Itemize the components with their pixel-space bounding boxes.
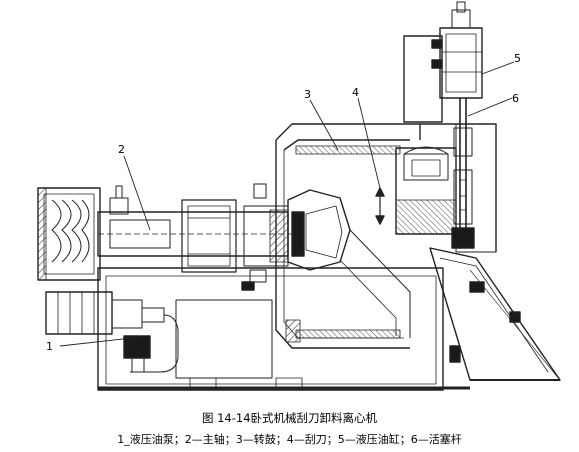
figure-caption-title: 图 14-14卧式机械刮刀卸料离心机: [201, 411, 378, 425]
piston-rod: [451, 98, 475, 249]
callout-6: 6: [512, 92, 519, 105]
callout-2: 2: [118, 143, 125, 156]
leader-2: [123, 155, 151, 231]
figure-caption-legend: 1_液压油泵；2—主轴；3—转鼓；4—刮刀；5—液压油缸；6—活塞杆: [117, 433, 462, 446]
leader-4: [357, 97, 381, 189]
leader-3: [309, 99, 339, 151]
motor: [37, 187, 101, 281]
centrifuge-drawing: 1 2 3 4 5 6: [37, 1, 561, 391]
drum: [275, 123, 421, 349]
callout-labels: 1 2 3 4 5 6: [46, 52, 521, 353]
callout-1: 1: [46, 340, 53, 353]
drum-hub: [287, 189, 351, 271]
callout-leaders: [59, 61, 515, 347]
leader-6: [467, 97, 513, 117]
main-shaft: [97, 183, 300, 291]
callout-4: 4: [352, 86, 359, 99]
scraper-knife: [375, 146, 457, 235]
leader-5: [481, 61, 515, 75]
hydraulic-cylinder: [403, 1, 483, 123]
hydraulic-pump: [45, 291, 179, 373]
discharge-chute: [420, 123, 561, 381]
leader-1: [59, 337, 133, 347]
base-frame: [97, 267, 470, 391]
callout-3: 3: [304, 88, 311, 101]
centrifuge-diagram: 1 2 3 4 5 6: [37, 1, 561, 391]
callout-5: 5: [514, 52, 521, 65]
